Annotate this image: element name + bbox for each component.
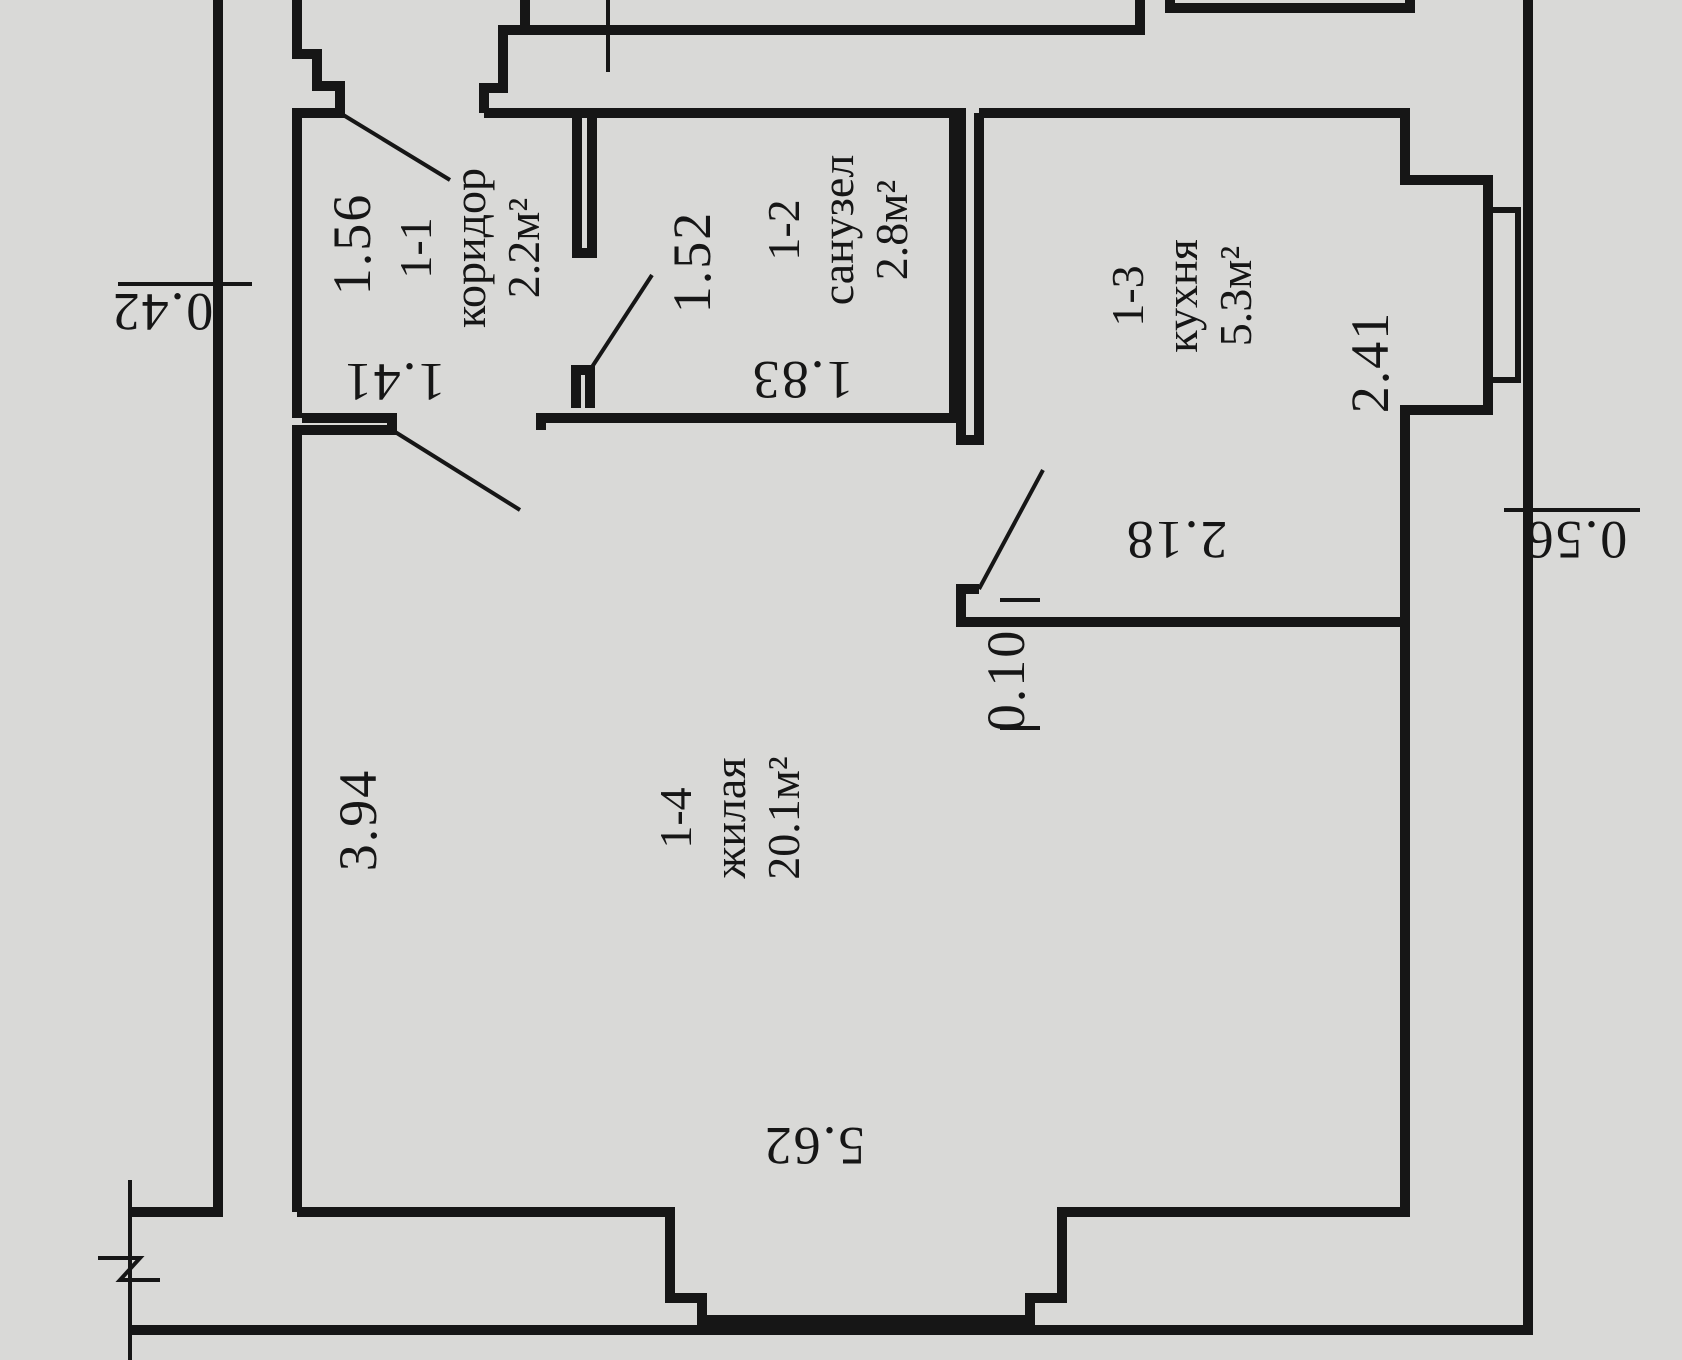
bathroom-outline bbox=[536, 113, 959, 430]
dim-living-width: 3.94 bbox=[328, 768, 388, 872]
room-name-living: жилая bbox=[704, 757, 755, 879]
bathroom-door-swing bbox=[588, 273, 654, 372]
room-number-kitchen: 1-3 bbox=[1102, 265, 1153, 327]
room-label-kitchen: 1-3 кухня 5.3м² bbox=[1101, 239, 1263, 352]
room-number-bathroom: 1-2 bbox=[758, 199, 809, 261]
kitchen-outline bbox=[484, 108, 984, 445]
kitchen-door-swing bbox=[977, 469, 1045, 590]
room-area-living: 20.1м² bbox=[758, 756, 809, 880]
dim-corridor-width: 1.41 bbox=[342, 352, 446, 412]
room-area-kitchen: 5.3м² bbox=[1210, 245, 1261, 347]
room-number-living: 1-4 bbox=[650, 787, 701, 849]
bathroom-top-wall bbox=[479, 0, 530, 113]
room-number-corridor: 1-1 bbox=[390, 217, 441, 279]
room-name-bathroom: санузел bbox=[812, 154, 863, 306]
room-area-bathroom: 2.8м² bbox=[866, 179, 917, 281]
dim-outer-wall-top: 0.42 bbox=[110, 282, 214, 342]
outer-wall-left bbox=[130, 0, 223, 1217]
dim-living-length: 5.62 bbox=[762, 1116, 866, 1176]
dim-partition-thickness: 0.10 bbox=[976, 628, 1036, 732]
room-label-bathroom: 1-2 санузел 2.8м² bbox=[757, 155, 919, 306]
living-door-swing bbox=[390, 428, 522, 512]
dim-bathroom-width: 1.83 bbox=[750, 350, 854, 410]
bathroom-inner-stub bbox=[571, 365, 595, 408]
room-name-corridor: коридор bbox=[444, 167, 495, 329]
dim-outer-wall-bottom: 0.56 bbox=[1524, 510, 1628, 570]
kitchen-window bbox=[1488, 207, 1521, 383]
room-label-living: 1-4 жилая 20.1м² bbox=[649, 756, 811, 879]
living-room-outline bbox=[297, 584, 1410, 1325]
corridor-door-swing bbox=[338, 111, 452, 182]
corridor-outline bbox=[292, 0, 345, 418]
break-mark bbox=[98, 1256, 160, 1282]
dim-kitchen-length: 2.41 bbox=[1340, 310, 1400, 414]
room-area-corridor: 2.2м² bbox=[498, 197, 549, 299]
dim-corridor-length: 1.56 bbox=[322, 192, 382, 296]
outer-wall-bottom bbox=[130, 0, 1533, 1335]
top-wall-block-2 bbox=[1165, 0, 1415, 13]
dim-bathroom-length: 1.52 bbox=[662, 210, 722, 314]
room-label-corridor: 1-1 коридор 2.2м² bbox=[389, 168, 551, 328]
top-wall-block bbox=[506, 0, 1145, 35]
room-name-kitchen: кухня bbox=[1156, 239, 1207, 353]
dim-kitchen-width: 2.18 bbox=[1124, 510, 1228, 570]
bathroom-partition bbox=[572, 108, 597, 258]
kitchen-right-wall bbox=[979, 108, 1493, 622]
